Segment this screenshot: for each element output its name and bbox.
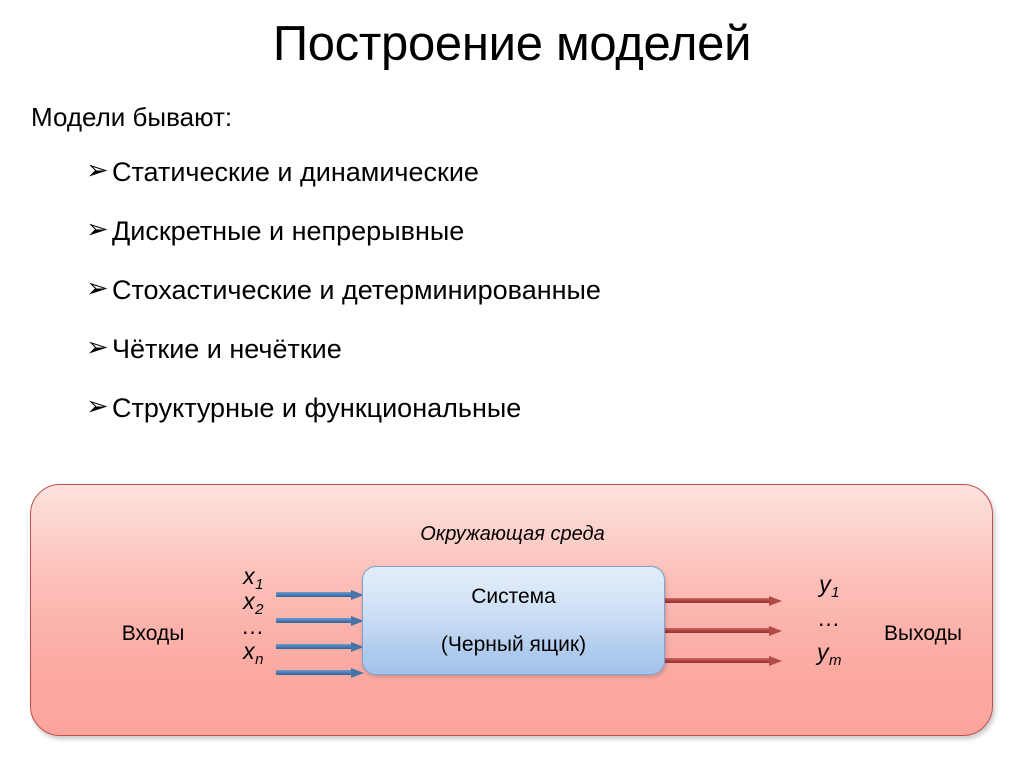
arrow-head-icon xyxy=(351,616,364,626)
environment-container: Окружающая среда Входы Выходы x1 x2 … xn… xyxy=(30,484,993,736)
input-signal-label: xn xyxy=(227,638,279,668)
input-arrow xyxy=(276,590,364,600)
input-arrow xyxy=(276,668,364,678)
output-signal-label: ym xyxy=(803,639,855,673)
output-signal-subscript: 1 xyxy=(831,584,840,601)
output-signal-base: … xyxy=(817,605,841,631)
arrow-shaft xyxy=(276,670,352,675)
arrow-shaft xyxy=(276,644,352,649)
arrow-bullet-icon: ➢ xyxy=(86,332,109,363)
output-signal-base: y xyxy=(817,639,829,665)
list-item-label: Стохастические и детерминированные xyxy=(112,275,601,305)
system-black-box: Система (Черный ящик) xyxy=(362,566,665,675)
arrow-shaft xyxy=(276,618,352,623)
output-signal-label: y1 xyxy=(803,571,855,605)
arrow-bullet-icon: ➢ xyxy=(86,214,109,245)
output-arrow xyxy=(664,626,782,636)
input-signal-base: x xyxy=(243,638,255,664)
list-item: ➢ Стохастические и детерминированные xyxy=(86,273,966,332)
arrow-bullet-icon: ➢ xyxy=(86,273,109,304)
arrow-head-icon xyxy=(769,656,782,666)
system-subtitle: (Черный ящик) xyxy=(440,632,587,656)
outputs-label: Выходы xyxy=(884,622,962,645)
intro-text: Модели бывают: xyxy=(31,102,233,132)
list-item-label: Дискретные и непрерывные xyxy=(112,216,465,246)
list-item-label: Структурные и функциональные xyxy=(112,393,522,423)
input-arrow xyxy=(276,616,364,626)
input-signal-base: … xyxy=(241,613,265,639)
input-signal-label: x1 xyxy=(227,563,279,593)
arrow-head-icon xyxy=(351,590,364,600)
list-item: ➢ Дискретные и непрерывные xyxy=(86,214,966,273)
input-signal-base: x xyxy=(243,563,255,589)
output-signal-subscript: m xyxy=(829,652,842,669)
output-signal-label: … xyxy=(803,605,855,639)
arrow-shaft xyxy=(276,592,352,597)
output-arrow xyxy=(664,656,782,666)
list-item: ➢ Структурные и функциональные xyxy=(86,391,966,450)
output-arrow xyxy=(664,596,782,606)
arrow-shaft xyxy=(664,628,770,633)
input-arrow xyxy=(276,642,364,652)
arrow-shaft xyxy=(664,598,770,603)
list-item-label: Статические и динамические xyxy=(112,157,479,187)
list-item: ➢ Статические и динамические xyxy=(86,155,966,214)
arrow-bullet-icon: ➢ xyxy=(86,391,109,422)
arrow-head-icon xyxy=(351,668,364,678)
input-signal-subscript: n xyxy=(255,651,264,668)
page-title: Построение моделей xyxy=(272,17,752,71)
input-signal-labels: x1 x2 … xn xyxy=(227,563,279,668)
arrow-shaft xyxy=(664,658,770,663)
arrow-head-icon xyxy=(769,596,782,606)
output-signal-base: y xyxy=(819,571,831,597)
arrow-head-icon xyxy=(351,642,364,652)
environment-label: Окружающая среда xyxy=(420,523,605,545)
model-types-list: ➢ Статические и динамические ➢ Дискретны… xyxy=(86,155,966,450)
output-signal-labels: y1 … ym xyxy=(803,571,855,673)
input-signal-base: x xyxy=(243,588,255,614)
input-signal-subscript: 2 xyxy=(255,601,264,618)
input-signal-label: x2 xyxy=(227,588,279,618)
input-signal-subscript: 1 xyxy=(255,576,264,593)
list-item: ➢ Чёткие и нечёткие xyxy=(86,332,966,391)
list-item-label: Чёткие и нечёткие xyxy=(112,334,342,364)
inputs-label: Входы xyxy=(121,622,185,645)
input-signal-label: … xyxy=(227,613,279,639)
system-title: Система xyxy=(471,584,556,608)
arrow-head-icon xyxy=(769,626,782,636)
arrow-bullet-icon: ➢ xyxy=(86,155,109,186)
